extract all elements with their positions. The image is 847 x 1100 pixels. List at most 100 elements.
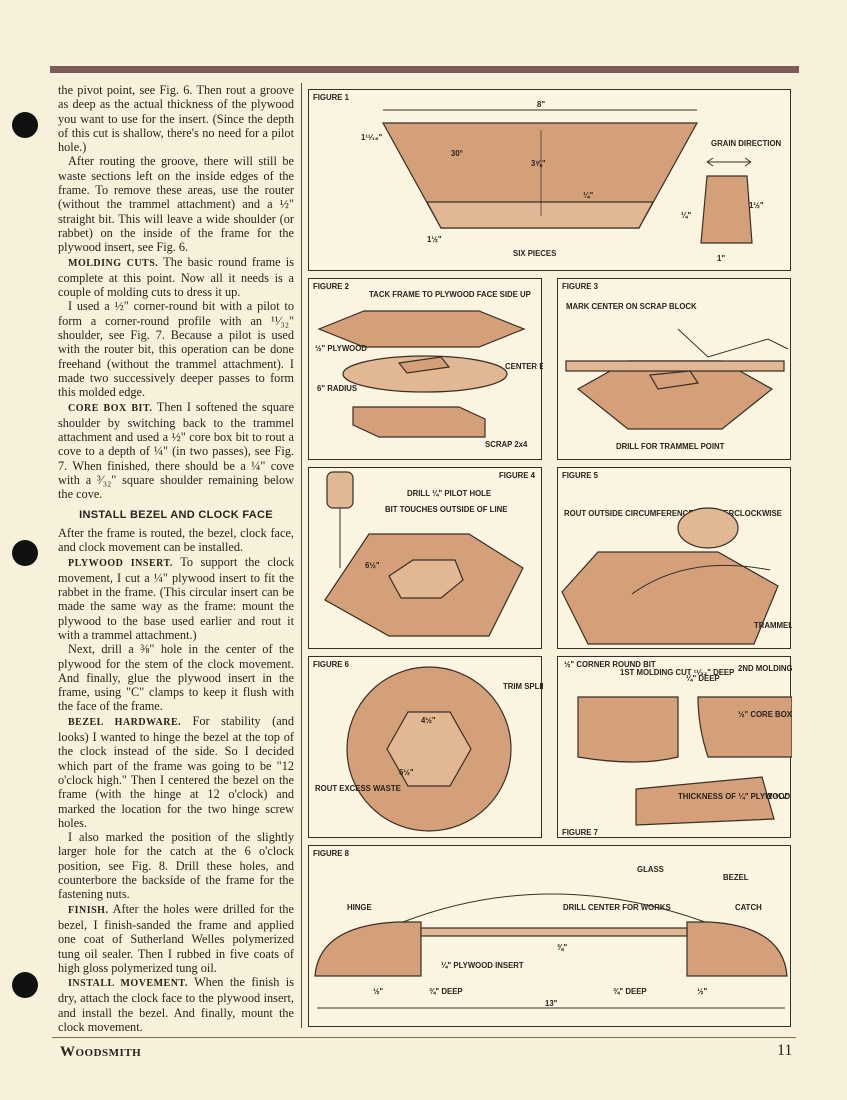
- figure-2-drawing: FIGURE 2 TACK FRAME TO PLYWOOD FACE SIDE…: [313, 282, 543, 449]
- dim-mid: 3⅝": [531, 159, 546, 168]
- dim-label: 6½": [365, 561, 380, 570]
- figure-3: FIGURE 3 MARK CENTER ON SCRAP BLOCK DRIL…: [557, 278, 791, 460]
- label-plywood-insert: ¼" PLYWOOD INSERT: [441, 961, 524, 970]
- label-trim: TRIM SPLINES: [503, 682, 543, 691]
- binder-hole: [12, 972, 38, 998]
- figure-label: FIGURE 5: [562, 471, 599, 480]
- article-column: the pivot point, see Fig. 6. Then rout a…: [58, 83, 294, 1034]
- dim-half-left: ½": [373, 987, 384, 996]
- column-divider: [301, 83, 302, 1028]
- figure-4: FIGURE 4 DRILL ¼" PILOT HOLE BIT TOUCHES…: [308, 467, 542, 649]
- label-catch: CATCH: [735, 903, 762, 912]
- frame-outline: [317, 310, 526, 348]
- scrap-block: [352, 406, 486, 438]
- paragraph-text: To support the clock movement, I cut a ¼…: [58, 554, 294, 642]
- figure-label: FIGURE 3: [562, 282, 599, 291]
- dim-height: 1¹¹⁄₁₆": [361, 133, 383, 142]
- top-rule: [50, 66, 799, 73]
- dim-top: 8": [537, 100, 545, 109]
- paragraph: Next, drill a ⅜" hole in the center of t…: [58, 642, 294, 714]
- dim-hole: ⅜": [557, 943, 568, 952]
- figure-label: FIGURE 7: [562, 828, 598, 837]
- frame-left-section: [314, 921, 422, 977]
- paragraph: MOLDING CUTS. The basic round frame is c…: [58, 255, 294, 300]
- straightedge: [565, 360, 785, 372]
- figure-8: FIGURE 8 GLASS BEZEL HINGE DRILL CENTER …: [308, 845, 791, 1027]
- binder-hole: [12, 540, 38, 566]
- label-trammel: TRAMMEL POINT: [754, 621, 792, 630]
- dim-quarter: ¼": [583, 191, 594, 200]
- label-radius: 6" RADIUS: [317, 384, 357, 393]
- dim-label: 1¹¹⁄₁₆": [768, 792, 790, 801]
- profile-3: [635, 776, 775, 826]
- frame-right-section: [686, 921, 788, 977]
- trammel-arm: [631, 564, 771, 595]
- dim-side: 1½": [749, 201, 764, 210]
- binder-hole: [12, 112, 38, 138]
- scrap-block: [649, 370, 700, 390]
- paragraph: CORE BOX BIT. Then I softened the square…: [58, 400, 294, 502]
- paragraph-text: For stability (and looks) I wanted to hi…: [58, 713, 294, 830]
- hand-outline: [677, 328, 789, 358]
- figure-6: FIGURE 6 4½" 6½" TRIM SPLINES ROUT EXCES…: [308, 656, 543, 838]
- label-first-cut: 1ST MOLDING CUT ¹¹⁄₃₂" DEEP: [620, 668, 734, 677]
- plywood-disc: [342, 355, 508, 393]
- dim-width: 1": [717, 254, 725, 263]
- dim-outer: 6½": [399, 768, 414, 777]
- paragraph-text: When the finish is dry, attach the clock…: [58, 975, 294, 1034]
- grain-label: GRAIN DIRECTION: [711, 139, 782, 148]
- figure-4-drawing: FIGURE 4 DRILL ¼" PILOT HOLE BIT TOUCHES…: [324, 471, 536, 637]
- grain-arrow-icon: [706, 157, 752, 167]
- note-drill: DRILL ¼" PILOT HOLE: [407, 489, 491, 498]
- label-core-box: ½" CORE BOX BIT: [738, 710, 792, 719]
- bezel-glass-curve: [402, 893, 706, 923]
- label-hinge: HINGE: [347, 903, 372, 912]
- paragraph: the pivot point, see Fig. 6. Then rout a…: [58, 83, 294, 155]
- dim-bottom: 1½": [427, 235, 442, 244]
- label-bezel: BEZEL: [723, 873, 749, 882]
- dim-quarter: ¼": [681, 211, 692, 220]
- figure-8-drawing: FIGURE 8 GLASS BEZEL HINGE DRILL CENTER …: [313, 849, 788, 1009]
- figure-label: FIGURE 2: [313, 282, 350, 291]
- drill-body-icon: [326, 471, 354, 509]
- label-thickness: THICKNESS OF ¼" PLYWOOD: [678, 792, 791, 801]
- figure-6-drawing: FIGURE 6 4½" 6½" TRIM SPLINES ROUT EXCES…: [313, 660, 543, 832]
- figure-1-drawing: FIGURE 1 8" 1¹¹⁄₁₆" 30° 3⅝" ¼" 1½" SIX P…: [313, 93, 782, 263]
- paragraph: BEZEL HARDWARE. For stability (and looks…: [58, 714, 294, 830]
- paragraph-text: After the holes were drilled for the bez…: [58, 901, 294, 975]
- page-number: 11: [777, 1042, 793, 1059]
- hex-opening: [388, 559, 464, 599]
- run-in-heading: BEZEL HARDWARE.: [68, 716, 182, 728]
- dim-deep-left: ¾" DEEP: [429, 987, 463, 996]
- figure-label: FIGURE 6: [313, 660, 350, 669]
- label-corner-round: ½" CORNER ROUND BIT: [564, 660, 656, 669]
- note-rout: ROUT OUTSIDE CIRCUMFERENCE COUNTERCLOCKW…: [564, 509, 782, 518]
- run-in-heading: MOLDING CUTS.: [68, 257, 159, 269]
- figure-1: FIGURE 1 8" 1¹¹⁄₁₆" 30° 3⅝" ¼" 1½" SIX P…: [308, 89, 791, 271]
- figure-3-drawing: FIGURE 3 MARK CENTER ON SCRAP BLOCK DRIL…: [562, 282, 789, 451]
- profile-1: [577, 696, 679, 763]
- paragraph-text: Then I softened the square shoulder by s…: [58, 399, 294, 502]
- paragraph: After routing the groove, there will sti…: [58, 154, 294, 255]
- paragraph: FINISH. After the holes were drilled for…: [58, 902, 294, 975]
- note-bit: BIT TOUCHES OUTSIDE OF LINE: [385, 505, 507, 514]
- section-heading: INSTALL BEZEL AND CLOCK FACE: [79, 508, 273, 521]
- figure-7-drawing: ½" CORNER ROUND BIT 1ST MOLDING CUT ¹¹⁄₃…: [562, 660, 792, 837]
- label-rout: ROUT EXCESS WASTE: [315, 784, 401, 793]
- dim-deep-right: ¾" DEEP: [613, 987, 647, 996]
- run-in-heading: CORE BOX BIT.: [68, 402, 153, 414]
- profile-2: [697, 696, 792, 758]
- router-base: [677, 507, 739, 549]
- label-second-cut: 2ND MOLDING CUT: [738, 664, 792, 673]
- paragraph: After the frame is routed, the bezel, cl…: [58, 525, 294, 555]
- paragraph: I also marked the position of the slight…: [58, 830, 294, 902]
- dim-inner: 4½": [421, 716, 436, 725]
- magazine-name: Woodsmith: [60, 1044, 142, 1060]
- bottom-rule: [52, 1037, 796, 1038]
- figure-5: FIGURE 5 ROUT OUTSIDE CIRCUMFERENCE COUN…: [557, 467, 792, 649]
- label-drill-center: DRILL CENTER FOR WORKS: [563, 903, 671, 912]
- dim-half-right: ½": [697, 987, 708, 996]
- plywood-insert: [420, 927, 688, 937]
- paragraph-text: The basic round frame is complete at thi…: [58, 254, 294, 300]
- paragraph: INSTALL MOVEMENT. When the finish is dry…: [58, 975, 294, 1034]
